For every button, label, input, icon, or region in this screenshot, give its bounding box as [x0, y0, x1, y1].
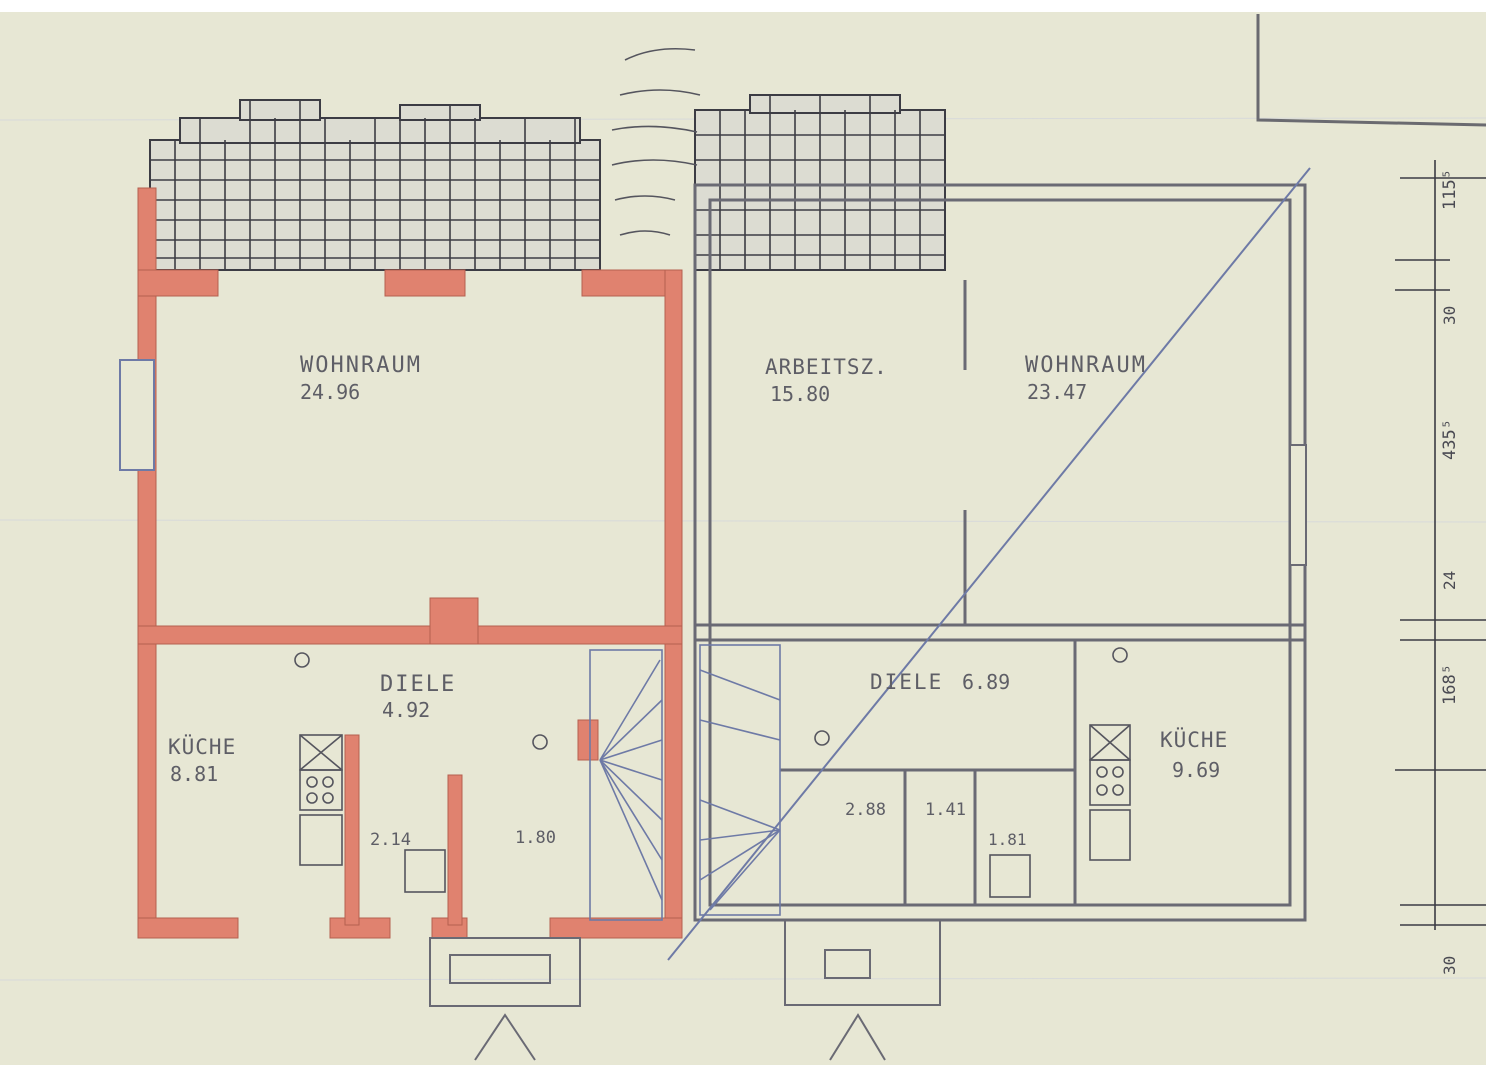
floor-plan-drawing	[0, 14, 1486, 1061]
room-area-wc-left: 2.14	[370, 830, 411, 850]
room-area-closet-left: 1.80	[515, 828, 556, 848]
kitchen-fixtures-right	[1089, 724, 1131, 861]
entrance-left	[429, 937, 581, 1061]
kitchen-fixtures-left	[299, 734, 343, 866]
room-area-wohnraum-left: 24.96	[300, 380, 361, 404]
room-area-kueche-left: 8.81	[170, 762, 219, 786]
dimension-30-top: 30	[1440, 305, 1459, 325]
dimension-30-bottom: 30	[1440, 955, 1459, 975]
neighbor-outline	[1256, 14, 1486, 127]
room-area-bath-right: 1.41	[925, 800, 966, 820]
room-label-arbeitszimmer: ARBEITSZ.	[765, 355, 888, 379]
bath-fixtures	[294, 647, 1128, 898]
room-label-wohnraum-right: WOHNRAUM	[1025, 353, 1147, 378]
dimension-168: 168⁵	[1440, 664, 1460, 705]
room-label-diele-right: DIELE	[870, 670, 944, 694]
dimension-115: 115⁵	[1440, 169, 1460, 210]
room-area-kueche-right: 9.69	[1172, 758, 1221, 782]
stone-paving-right-joints	[695, 95, 945, 270]
stone-paving-left-joints	[150, 100, 600, 270]
room-label-kueche-right: KÜCHE	[1160, 728, 1229, 752]
dimension-435: 435⁵	[1440, 419, 1460, 460]
room-area-wohnraum-right: 23.47	[1027, 380, 1088, 404]
room-label-kueche-left: KÜCHE	[168, 735, 237, 759]
floor-plan-sheet: WOHNRAUM 24.96 DIELE 4.92 KÜCHE 8.81 2.1…	[0, 12, 1486, 1065]
dimension-chain	[1395, 160, 1486, 930]
room-label-wohnraum-left: WOHNRAUM	[300, 353, 422, 378]
window-east	[1289, 444, 1307, 566]
room-label-diele-left: DIELE	[380, 672, 457, 697]
garden-steps-sketch	[611, 47, 701, 236]
left-unit-walls	[137, 187, 683, 939]
room-area-closet-right: 1.81	[988, 830, 1027, 849]
room-area-diele-left: 4.92	[382, 698, 431, 722]
room-area-arbeitszimmer: 15.80	[770, 382, 831, 406]
staircase-left	[589, 649, 663, 921]
window-west	[119, 359, 155, 471]
room-area-diele-right: 6.89	[962, 670, 1011, 694]
entrance-right	[784, 919, 941, 1061]
diagonal-section-line	[667, 167, 1311, 961]
dimension-24: 24	[1440, 570, 1459, 590]
room-area-wc-right: 2.88	[845, 800, 886, 820]
